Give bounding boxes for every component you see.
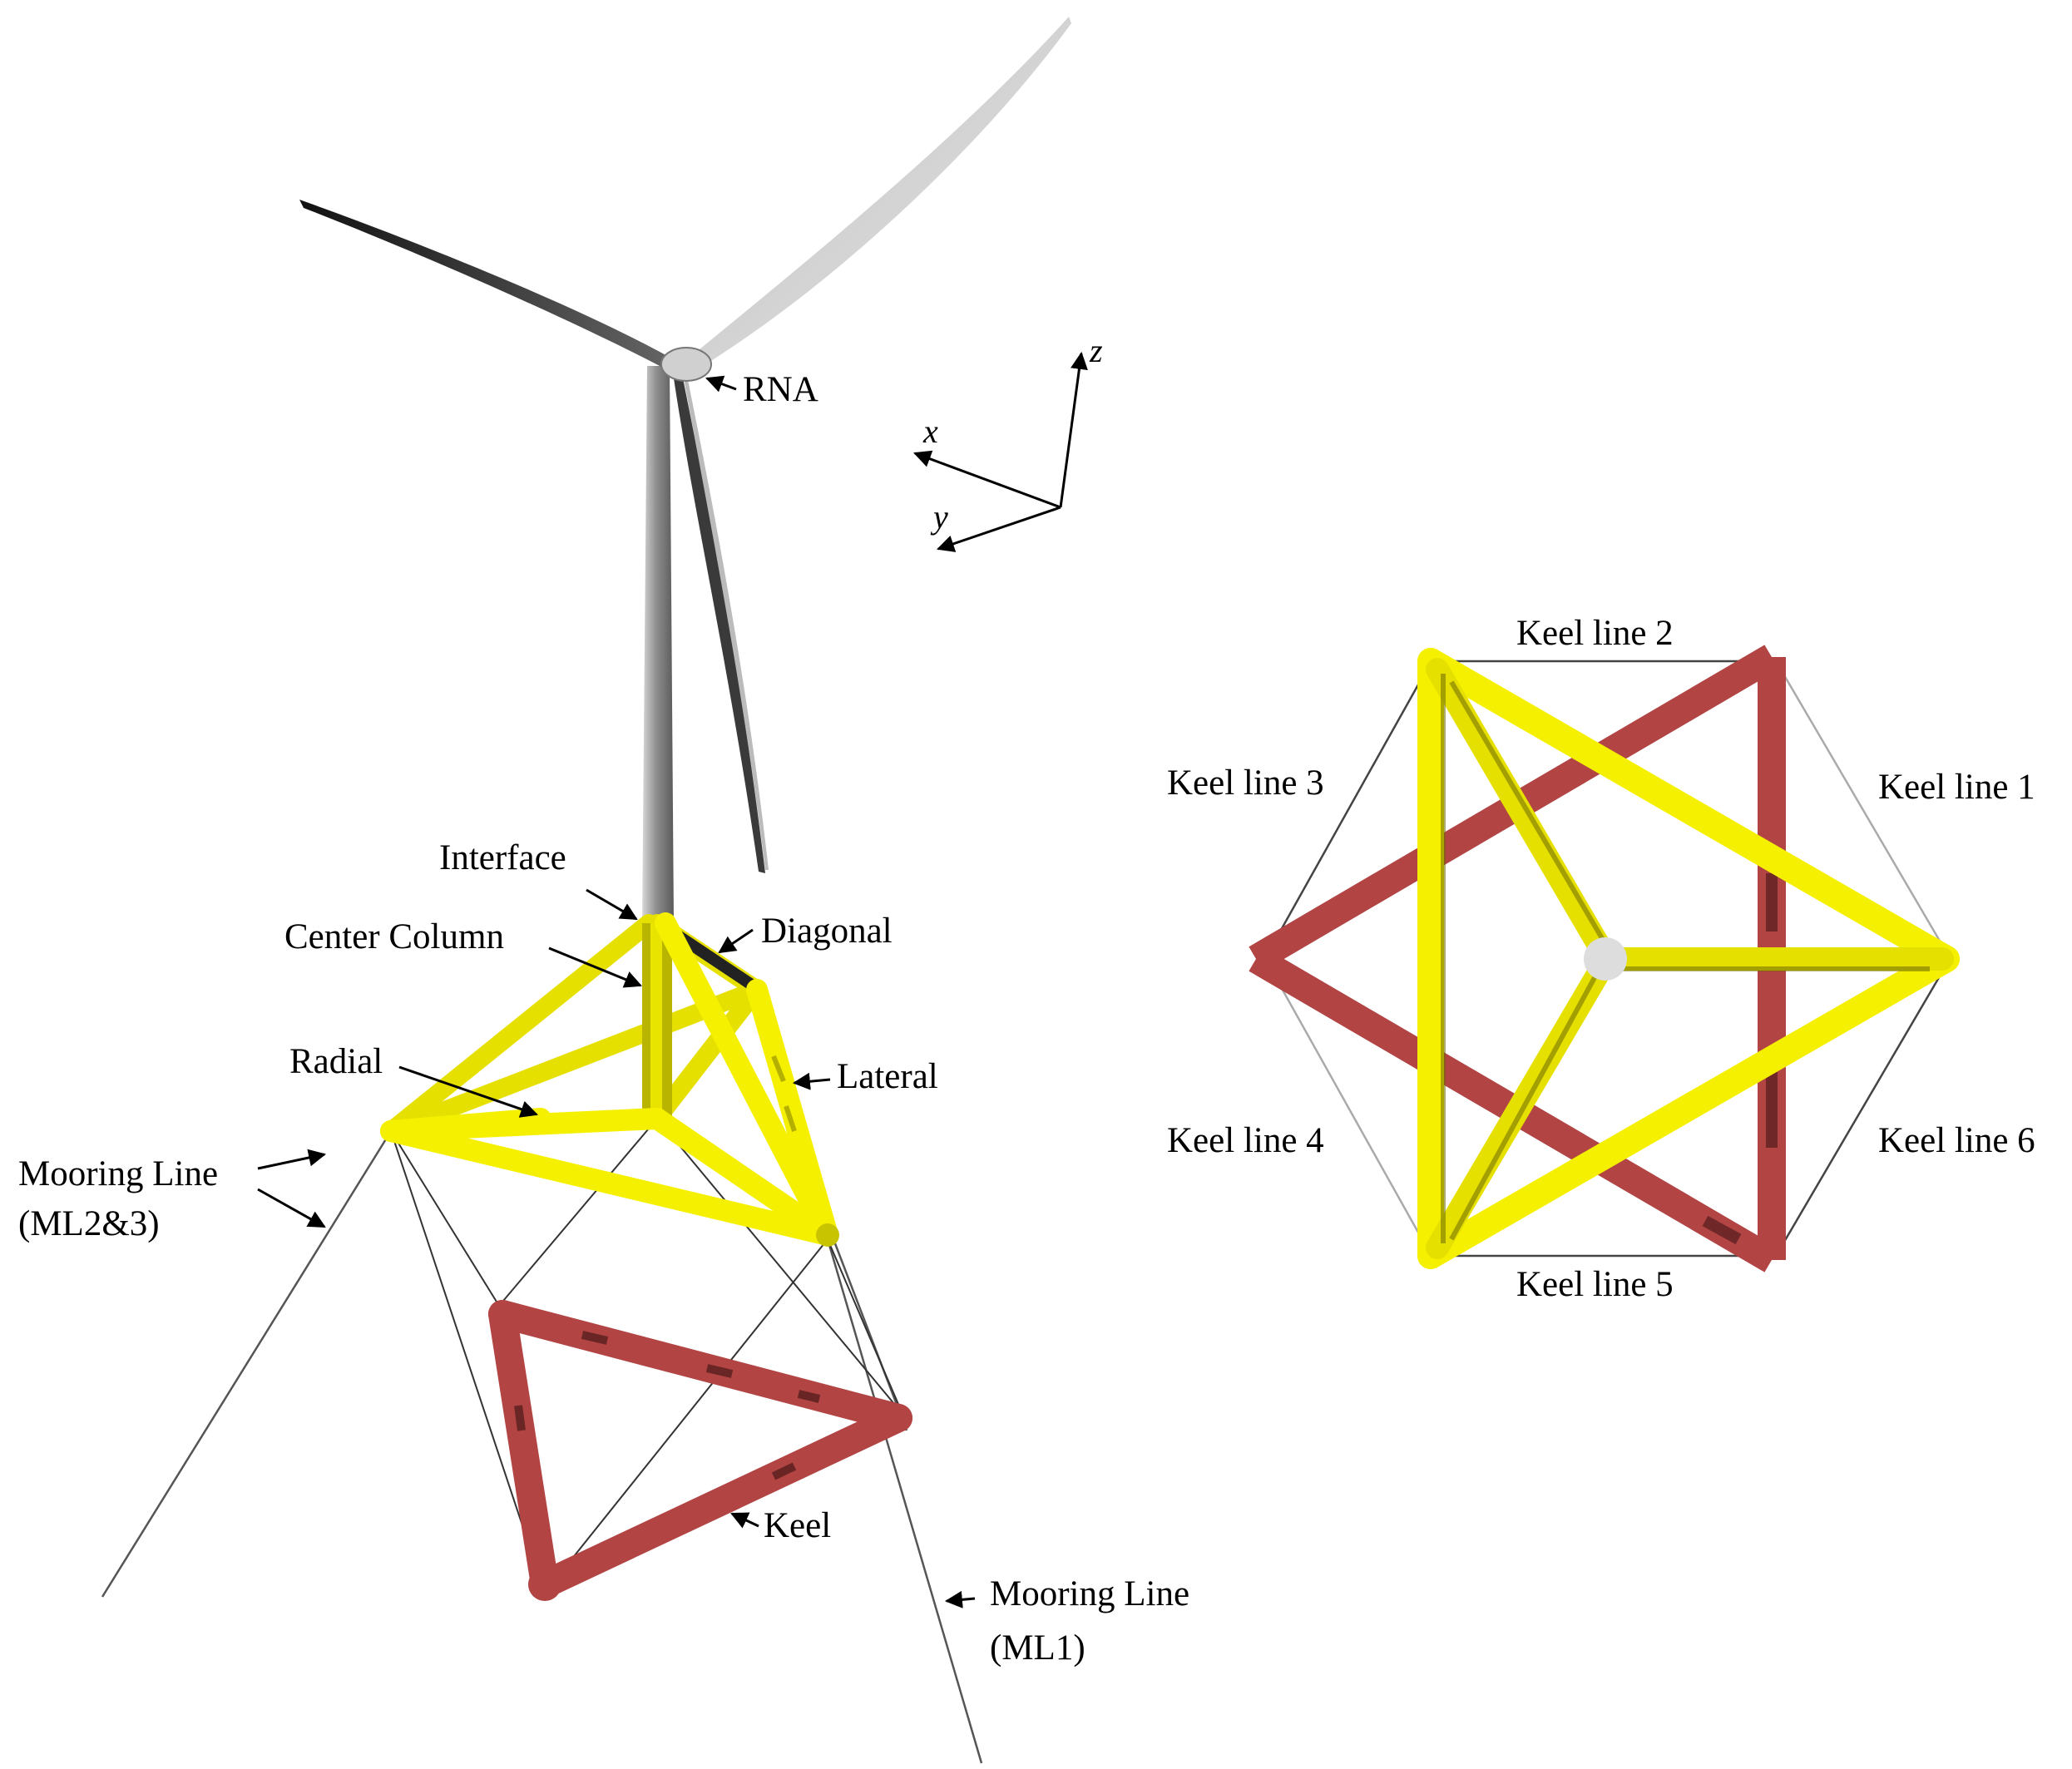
mooring-line-ml2: [101, 1130, 393, 1598]
interface-label: Interface: [439, 838, 566, 877]
keel-line-6-label: Keel line 6: [1878, 1121, 2035, 1160]
lateral-arrow: [792, 1072, 831, 1090]
tower: [642, 366, 674, 923]
rna-label: RNA: [743, 370, 818, 409]
diagonal-label: Diagonal: [761, 912, 893, 951]
keel-line-2-label: Keel line 2: [1516, 614, 1674, 653]
x-axis-label: x: [922, 413, 938, 450]
y-axis-label: y: [930, 498, 948, 536]
center-column-top: [1584, 937, 1627, 981]
keel-line-4: [1267, 964, 1431, 1253]
hull-front-members: [380, 912, 838, 1246]
mooring-line-1-sublabel: (ML1): [990, 1628, 1085, 1668]
keel-arrow: [730, 1512, 759, 1529]
mooring-line-ml1-segment: [832, 1238, 908, 1431]
mooring-line-23-sublabel: (ML2&3): [18, 1204, 160, 1243]
keel-line-3-label: Keel line 3: [1167, 763, 1324, 803]
keel-line-hexagon: [1267, 660, 1948, 1258]
lateral-label: Lateral: [837, 1057, 938, 1096]
z-axis-arrow: [1059, 351, 1088, 508]
blade-upper-right: [695, 17, 1071, 366]
mooring-line-23-label: Mooring Line: [18, 1154, 218, 1193]
blade-left: [299, 200, 678, 373]
keel-triangle: [488, 1300, 912, 1599]
mooring-lines: [101, 1130, 983, 1764]
diagonal-arrow: [718, 928, 754, 954]
mooring-line-ml1: [826, 1238, 983, 1764]
top-view: Keel line 2 Keel line 1 Keel line 3 Keel…: [1167, 614, 2035, 1304]
mooring-line-1-arrow: [944, 1590, 976, 1608]
z-axis-label: z: [1089, 332, 1103, 369]
keel-line-5-label: Keel line 5: [1516, 1265, 1674, 1304]
center-column-label: Center Column: [284, 917, 504, 956]
mooring-line-23-arrow-lower: [257, 1188, 326, 1228]
keel-tendons: [390, 1118, 903, 1594]
interface-arrow: [586, 888, 638, 921]
keel-line-4-label: Keel line 4: [1167, 1121, 1324, 1160]
keel-line-1-label: Keel line 1: [1878, 768, 2035, 807]
x-axis-arrow: [913, 450, 1061, 509]
keel-line-3: [1267, 665, 1431, 953]
rna-arrow: [705, 375, 737, 393]
turbine-3d-view: z x y RNA Interface Center Column Diagon…: [18, 17, 1189, 1764]
radial-arrow: [398, 1065, 538, 1118]
y-axis-arrow: [937, 506, 1061, 552]
blade-lower: [674, 374, 765, 873]
keel-line-6: [1777, 964, 1948, 1253]
mooring-line-23-arrow-upper: [257, 1149, 327, 1170]
radial-members-top: [1426, 658, 1954, 1259]
hull-triangle-top: [1417, 648, 1960, 1269]
center-column-arrow: [548, 946, 642, 988]
nacelle-hub: [660, 347, 712, 382]
radial-label: Radial: [289, 1042, 383, 1081]
keel-line-1: [1777, 665, 1948, 953]
mooring-line-1-label: Mooring Line: [990, 1574, 1189, 1613]
keel-label: Keel: [764, 1506, 831, 1545]
axes-triad: [913, 351, 1088, 552]
